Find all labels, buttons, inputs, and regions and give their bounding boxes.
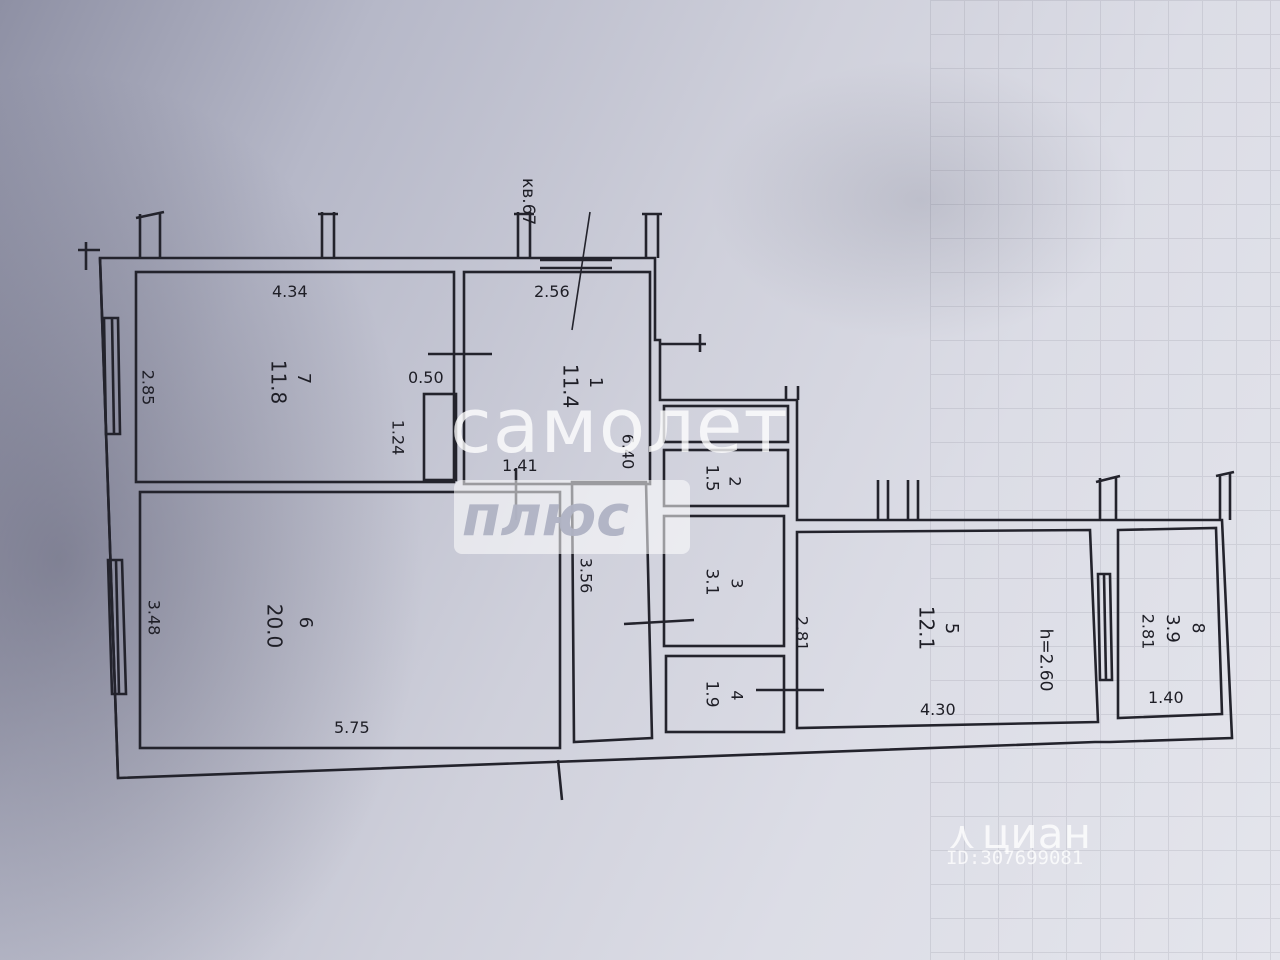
ceiling-height: h=2.60: [1035, 628, 1056, 692]
dim-4-30: 4.30: [920, 700, 956, 719]
cian-name: циан: [981, 809, 1091, 858]
samolet-plus-watermark: плюс: [462, 484, 630, 549]
dim-1-24: 1.24: [388, 419, 408, 456]
dim-2-85: 2.85: [138, 369, 158, 406]
dim-3-56: 3.56: [576, 557, 596, 594]
dim-1-40: 1.40: [1148, 688, 1184, 707]
samolet-watermark: самолет: [450, 381, 789, 470]
dim-2-81-room8: 2.81: [1138, 613, 1158, 650]
room-6-number: 6: [295, 616, 317, 629]
room-5-area: 12.1: [914, 605, 939, 651]
room-7-number: 7: [293, 372, 315, 385]
samolet-watermark-box: [454, 480, 690, 554]
cian-listing-id: ID:307699081: [946, 847, 1084, 869]
room-4-number: 4: [727, 690, 747, 701]
room-2-number: 2: [725, 476, 745, 487]
dim-4-34: 4.34: [272, 282, 308, 301]
cian-logo-icon: ⋏: [948, 813, 976, 857]
apartment-label: кв.67: [518, 178, 538, 226]
dim-5-75: 5.75: [334, 718, 370, 737]
dim-2-56: 2.56: [534, 282, 570, 301]
dim-0-50: 0.50: [408, 368, 444, 387]
room-4-area: 1.9: [701, 680, 722, 708]
room-3-number: 3: [727, 578, 747, 589]
room-6-area: 20.0: [262, 603, 287, 649]
dim-2-81-room5: 2.81: [792, 615, 812, 652]
room-7-area: 11.8: [266, 359, 291, 405]
dim-3-48: 3.48: [144, 599, 164, 636]
room-5-number: 5: [941, 622, 963, 635]
room-3-area: 3.1: [701, 568, 722, 596]
room-8-number: 8: [1187, 622, 1208, 634]
room-8-area: 3.9: [1161, 614, 1183, 643]
dim-1-41: 1.41: [502, 456, 538, 475]
cian-watermark: ⋏циан: [948, 809, 1178, 858]
